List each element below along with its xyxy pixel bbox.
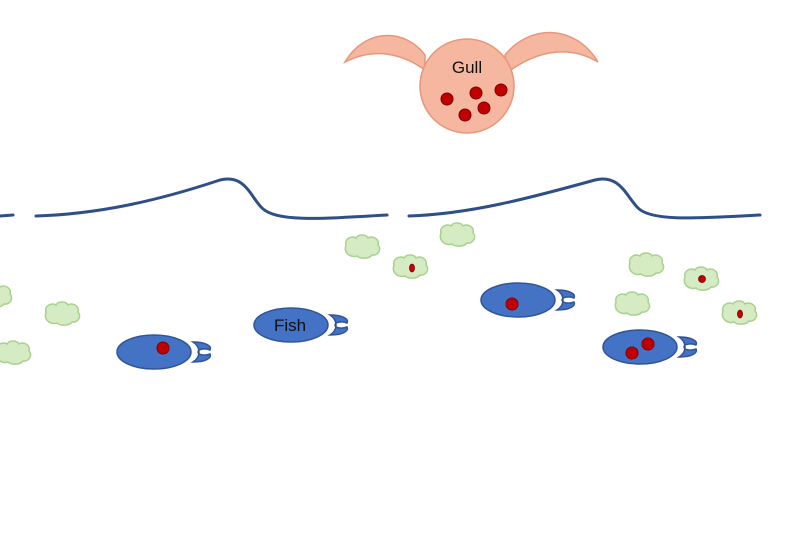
fish-tail <box>327 314 349 336</box>
water-surface <box>0 177 762 220</box>
gull-right-wing <box>504 31 599 74</box>
gull-label: Gull <box>452 58 482 77</box>
fish <box>116 334 212 370</box>
fish-tail <box>676 336 698 358</box>
contaminant-dot <box>458 108 472 122</box>
wave-segment-left <box>0 213 15 218</box>
fish-label: Fish <box>274 316 306 335</box>
gull: Gull <box>343 31 599 134</box>
fish-body <box>253 307 329 343</box>
plankton <box>628 252 665 277</box>
plankton <box>44 301 81 326</box>
plankton <box>614 291 651 316</box>
plankton <box>439 222 476 247</box>
gull-body <box>419 38 515 134</box>
fish-tail <box>190 341 212 363</box>
contaminant-dot <box>440 92 454 106</box>
contaminant-dot <box>505 297 519 311</box>
plankton <box>0 283 13 308</box>
fish-body <box>602 329 678 365</box>
contaminant-dot <box>477 101 491 115</box>
plankton-contaminated <box>392 254 429 279</box>
fish <box>602 329 698 365</box>
gull-left-wing <box>343 34 426 72</box>
fish-body <box>480 282 556 318</box>
fish-labeled: Fish <box>253 307 349 343</box>
plankton <box>0 340 32 365</box>
plankton-contaminated <box>683 266 720 291</box>
wave-segment-right <box>407 177 762 220</box>
fish-group: Fish <box>116 282 698 370</box>
contaminant-dot <box>625 346 639 360</box>
fish-body <box>116 334 192 370</box>
plankton-contaminated <box>721 300 758 325</box>
fish-tail <box>554 289 576 311</box>
contaminant-dot <box>641 337 655 351</box>
contaminant-dot <box>494 83 508 97</box>
gull-contaminants <box>440 83 508 122</box>
contaminant-dot <box>469 86 483 100</box>
plankton <box>344 234 381 259</box>
wave-segment-middle <box>34 177 389 220</box>
fish <box>480 282 576 318</box>
contaminated-plankton-group <box>392 254 758 325</box>
contaminant-dot <box>156 341 170 355</box>
